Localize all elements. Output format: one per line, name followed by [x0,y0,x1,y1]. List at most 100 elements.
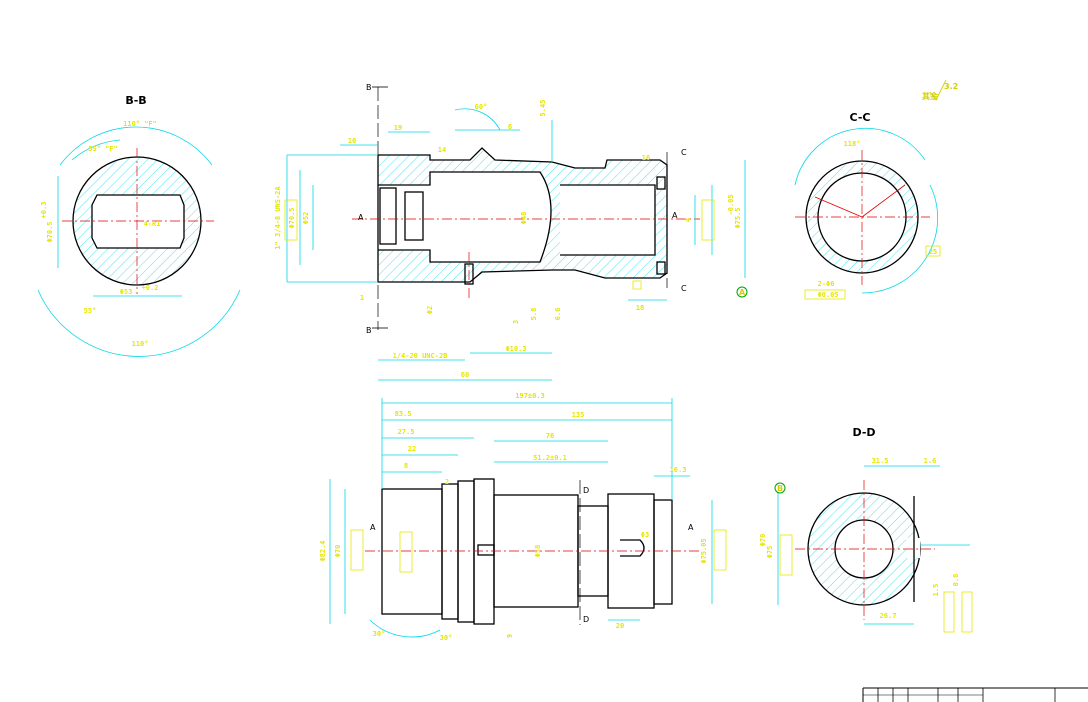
cc-side-box [925,245,941,257]
lower-dim-16-text: 16.3 [670,466,687,474]
cc-arc-right [861,184,939,294]
view-main-section: B B C C A A [274,83,748,381]
section-mark-b-bottom: B [366,326,372,335]
main-dim-c2: Φ2 [426,306,434,314]
view-dd: D-D 31.5 1.6 Φ75 Φ70 1.5 0.8 26.7 B [759,426,973,633]
view-bb-title: B-B [125,94,146,107]
cc-angle-line-1 [814,196,863,218]
cc-dim-top: 118° [844,140,861,148]
lower-dim-dia2-text: Φ70 [334,545,342,558]
main-dim-tap-text: 1/4-20 UNC-2B [393,352,448,360]
lower-collar-1 [441,483,459,620]
bb-arc-bottom [37,289,241,357]
view-cc-title: C-C [850,111,871,124]
section-mark-d-bottom: D [583,615,589,624]
main-bore-small [560,185,655,255]
roughness-symbol [929,79,947,101]
main-dim-60-angle: 60° [475,103,488,111]
bb-dim-width: 4-R1 [144,220,161,228]
lower-dim-angle-b: 30° [440,634,453,642]
bb-dim-small-angle: 55° "F" [88,145,118,153]
main-groove-bottom [656,261,666,275]
dd-dim-d1: 1.5 [932,584,940,597]
main-small-bore-outline [560,184,656,256]
bb-dim-top-angle: 110° "F" [123,120,157,128]
lower-tolerance-box-1 [350,529,364,571]
cc-tolerance-box [804,289,846,300]
main-dim-6b: 6.6 [554,308,562,321]
section-mark-a-left: A [358,213,364,222]
dd-flat-cut [906,538,920,558]
cc-angle-line-2 [861,184,906,218]
main-bore-outline [378,171,552,263]
main-dim-48: Φ48 [520,212,528,225]
main-datum-circle [736,286,748,298]
lower-pin-hole [477,544,495,556]
lower-dim-8-text: 8 [404,462,408,470]
main-outline [377,147,668,283]
section-mark-d-top: D [583,486,589,495]
dd-datum-circle [774,482,786,494]
roughness-note: 3.2 其余 [922,79,958,101]
main-dim-thread-left: Φ70.5 [288,207,296,228]
main-dim-16-text: 16 [642,154,650,162]
main-dim-6-text: 6 [508,123,512,131]
lower-tolerance-box-3 [713,529,727,571]
cc-dim-phi: Φ0.05 [817,291,838,299]
lower-dim-angle-a: 30° [373,630,386,638]
dd-tolerance-box-2 [943,591,955,633]
lower-dim-83-text: 83.5 [395,410,412,418]
dd-dim-top-b: 1.6 [924,457,937,465]
main-dim-18-text: 18 [636,304,644,312]
main-dim-top-right: 5.45 [539,100,547,117]
lower-dim-76-text: 76 [546,432,554,440]
bb-dim-inner-tol: +0.2 [142,284,159,292]
dd-dim-left-text: Φ70 [759,534,767,547]
title-block [862,687,1088,702]
lower-dim-dia-right-text: Φ75.05 [700,538,708,563]
main-dim-1: 1 [360,294,364,302]
section-mark-a-lower-left: A [370,523,376,532]
dd-datum-text: B [777,484,783,493]
main-tolerance-box-1 [284,199,298,241]
bb-dim-outer-tol: +0.3 [40,202,48,219]
cc-dim-side: 25 [929,248,937,256]
dd-dim-bottom-text: 26.7 [880,612,897,620]
dd-dim-top-a: 31.5 [872,457,889,465]
dd-dim-dia: Φ75 [766,546,774,559]
main-slot-left [379,187,397,245]
section-mark-b-top: B [366,83,372,92]
section-mark-c-bottom: C [681,284,687,293]
main-dim-19-text: 19 [394,124,402,132]
bb-dim-outer-dia: Φ70.5 [46,221,54,242]
lower-tolerance-box-2 [399,531,413,573]
lower-keyway [620,539,645,557]
lower-dim-dia-text: Φ82.4 [319,540,327,561]
lower-dim-total-text: 197±0.3 [515,392,545,400]
cc-dim-lower: 2-Φ6 [818,280,835,288]
main-slot-inner [404,191,424,241]
main-dim-3: 3 [512,320,520,324]
view-cc: C-C 118° 2-Φ6 Φ0.05 25 [794,111,941,300]
main-arc-60 [454,108,501,131]
bb-inner-bore [91,194,185,249]
section-mark-a-lower-right: A [688,523,694,532]
main-dim-14-text: 14 [438,146,446,154]
main-datum-text: A [739,288,746,297]
lower-dim-20-text: 20 [616,622,624,630]
main-dim-5: 5.8 [530,308,538,321]
lower-dim-9-text: 9 [506,634,514,638]
lower-dim-note: Φ3 [641,531,649,539]
lower-arc-30a [369,619,441,638]
lower-dim-51-text: 51.2±0.1 [533,454,567,462]
dd-tolerance-box-3 [961,591,973,633]
section-mark-c-top: C [681,148,687,157]
bb-dim-bottom-small-angle: 55° [84,307,97,315]
lower-dim-22-text: 22 [408,445,416,453]
main-dim-h4: 4 [684,218,692,222]
main-dim-75: Φ75.5 [734,207,742,228]
view-bb: B-B 110° "F" 55° "F" 55° 110° 4-R1 Φ53 +… [37,94,241,357]
main-dim-60-len: 60 [461,371,469,379]
lower-collar-2 [457,480,475,623]
